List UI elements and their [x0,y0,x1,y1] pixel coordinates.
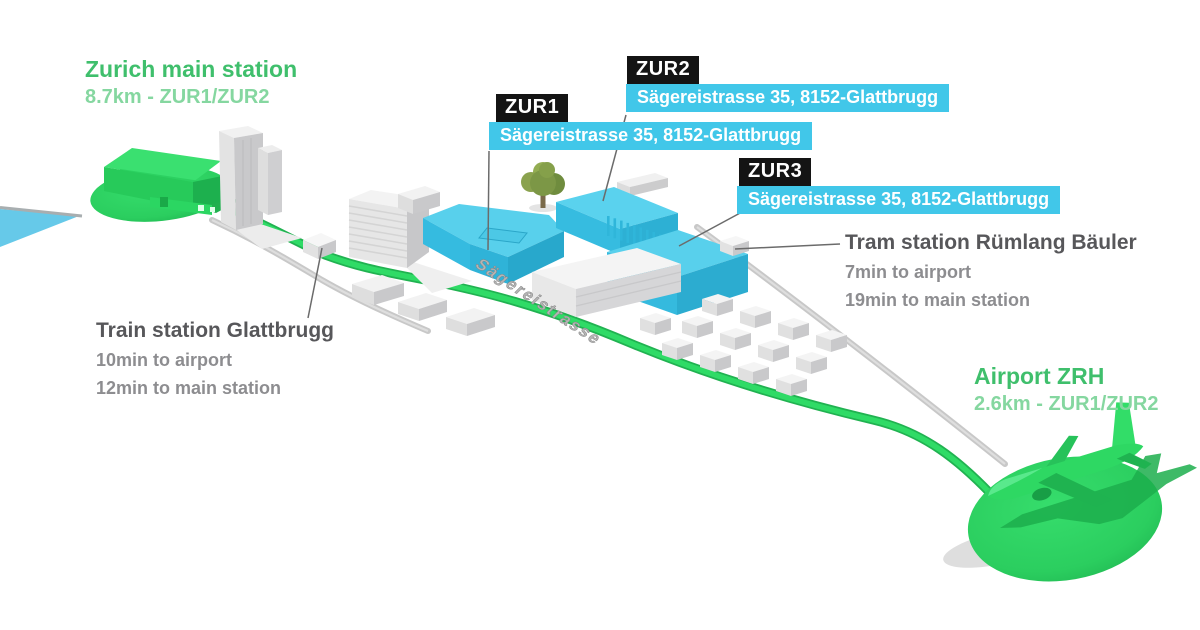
tram-leader-line [734,243,841,250]
tram-station-title: Tram station Rümlang Bäuler [845,231,1137,254]
tree [521,162,565,212]
zurich-main-station-label: Zurich main station 8.7km - ZUR1/ZUR2 [85,56,298,109]
train-leader-line [307,247,323,319]
tram-station-label: Tram station Rümlang Bäuler 7min to airp… [845,231,1137,311]
train-station-to-airport: 10min to airport [96,350,233,371]
zur2-address: Sägereistrasse 35, 8152-Glattbrugg [626,84,950,112]
tram-station-to-airport: 7min to airport [845,262,972,283]
zur1-badge: ZUR1 [496,94,569,122]
airport-zrh-title: Airport ZRH [974,363,1105,389]
small-buildings [352,186,495,336]
zurich-main-station-title: Zurich main station [85,56,298,82]
train-station-building [303,233,336,259]
zur1-building-3d [423,204,564,284]
zur1-leader-line [487,150,490,251]
river-water [0,206,83,247]
train-station-title: Train station Glattbrugg [96,319,335,342]
zur1-label-group: ZUR1 Sägereistrasse 35, 8152-Glattbrugg [489,94,813,150]
zur3-address: Sägereistrasse 35, 8152-Glattbrugg [737,186,1061,214]
airport-zrh-distance: 2.6km - ZUR1/ZUR2 [974,393,1159,416]
tower-building [219,126,302,249]
zur2-label-group: ZUR2 Sägereistrasse 35, 8152-Glattbrugg [626,56,950,112]
zur3-label-group: ZUR3 Sägereistrasse 35, 8152-Glattbrugg [737,158,1061,214]
zur2-badge: ZUR2 [627,56,700,84]
highrise-building [348,190,472,293]
airport-zrh-label: Airport ZRH 2.6km - ZUR1/ZUR2 [974,363,1159,416]
zur3-badge: ZUR3 [739,158,812,186]
tram-station-to-main: 19min to main station [845,289,1031,310]
long-slab-building [532,248,682,317]
main-station-building-3d [104,148,244,215]
airplane-3d [988,402,1152,507]
train-station-to-main: 12min to main station [96,377,282,398]
zurich-main-station-distance: 8.7km - ZUR1/ZUR2 [85,86,270,109]
zur3-leader-line [678,211,743,247]
airplane-shadow [1000,453,1197,528]
zur1-address: Sägereistrasse 35, 8152-Glattbrugg [489,122,813,150]
train-station-label: Train station Glattbrugg 10min to airpor… [96,319,334,399]
